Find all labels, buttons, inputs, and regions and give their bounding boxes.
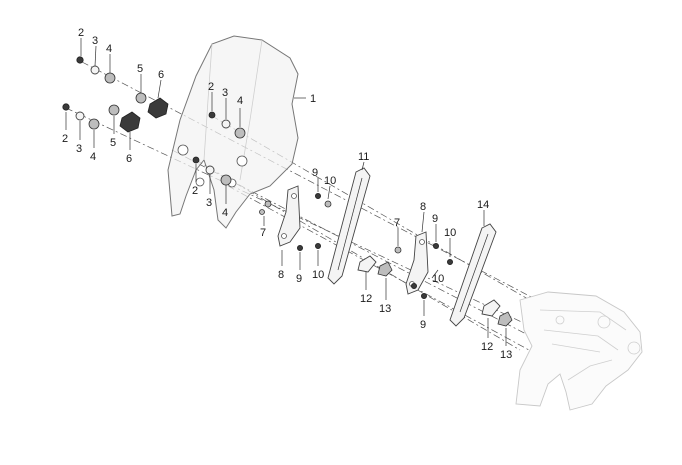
bracket-right <box>394 231 453 299</box>
callout-8: 8 <box>278 269 284 281</box>
callout-4: 4 <box>90 151 96 163</box>
leader-lines <box>65 38 507 346</box>
callout-4: 4 <box>106 43 112 55</box>
callout-1: 1 <box>310 93 316 105</box>
callout-labels: 1 2 3 4 5 6 2 3 4 5 6 2 3 4 2 3 4 7 8 9 … <box>62 27 512 361</box>
callout-9: 9 <box>296 273 302 285</box>
callout-10: 10 <box>444 227 456 239</box>
callout-3: 3 <box>92 35 98 47</box>
hardware-row-d <box>192 156 232 186</box>
bracket-left <box>259 185 332 251</box>
callout-4: 4 <box>237 95 243 107</box>
callout-7: 7 <box>394 217 400 229</box>
callout-2: 2 <box>192 185 198 197</box>
hardware-row-c <box>208 111 246 139</box>
callout-14: 14 <box>477 199 489 211</box>
callout-2: 2 <box>208 81 214 93</box>
slider-right <box>481 299 513 327</box>
callout-5: 5 <box>110 137 116 149</box>
callout-9: 9 <box>432 213 438 225</box>
callout-3: 3 <box>222 87 228 99</box>
slide-rail-left <box>327 167 371 285</box>
callout-6: 6 <box>158 69 164 81</box>
windscreen <box>167 35 299 229</box>
callout-13: 13 <box>379 303 391 315</box>
callout-10: 10 <box>324 175 336 187</box>
callout-2: 2 <box>62 133 68 145</box>
slider-left <box>357 255 393 277</box>
callout-10: 10 <box>432 273 444 285</box>
callout-3: 3 <box>206 197 212 209</box>
slide-rail-right <box>449 223 497 327</box>
callout-6: 6 <box>126 153 132 165</box>
callout-12: 12 <box>481 341 493 353</box>
callout-9: 9 <box>312 167 318 179</box>
callout-2: 2 <box>78 27 84 39</box>
callout-12: 12 <box>360 293 372 305</box>
callout-7: 7 <box>260 227 266 239</box>
callout-13: 13 <box>500 349 512 361</box>
callout-10: 10 <box>312 269 324 281</box>
hardware-row-a <box>76 56 169 119</box>
callout-11: 11 <box>358 151 369 163</box>
callout-5: 5 <box>137 63 143 75</box>
callout-8: 8 <box>420 201 426 213</box>
callout-9: 9 <box>420 319 426 331</box>
callout-3: 3 <box>76 143 82 155</box>
mounting-frame-ghost <box>515 291 643 411</box>
hardware-row-b <box>62 103 141 133</box>
callout-4: 4 <box>222 207 228 219</box>
